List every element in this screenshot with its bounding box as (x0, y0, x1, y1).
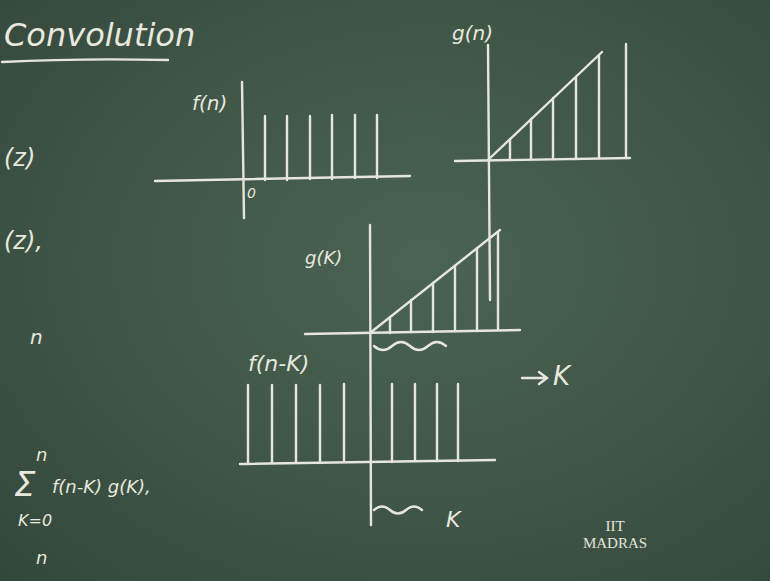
axis-label: K (553, 362, 570, 391)
fn-plot (155, 82, 410, 218)
function-label: g(n) (452, 22, 493, 44)
sum-limit: K=0 (18, 512, 52, 530)
function-label: f(n) (192, 92, 227, 114)
function-label: f(n-K) (248, 352, 309, 376)
sum-expression: f(n-K) g(K), (52, 477, 151, 497)
edge-fragment: (z) (4, 145, 35, 171)
watermark: IIT MADRAS (580, 518, 650, 553)
sum-limit: n (36, 548, 47, 568)
gn-plot (455, 44, 630, 300)
edge-fragment: (z), (4, 228, 43, 254)
axis-label: K (446, 508, 460, 532)
function-label: g(K) (305, 248, 342, 268)
edge-fragment: n (30, 326, 43, 348)
title-underline (2, 59, 168, 62)
origin-label: 0 (247, 186, 256, 201)
board-title: Convolution (4, 18, 195, 53)
fnk-plot (240, 384, 495, 514)
sum-symbol: Σ (14, 466, 35, 503)
sum-limit: n (36, 445, 47, 465)
gk-plot (305, 225, 547, 525)
